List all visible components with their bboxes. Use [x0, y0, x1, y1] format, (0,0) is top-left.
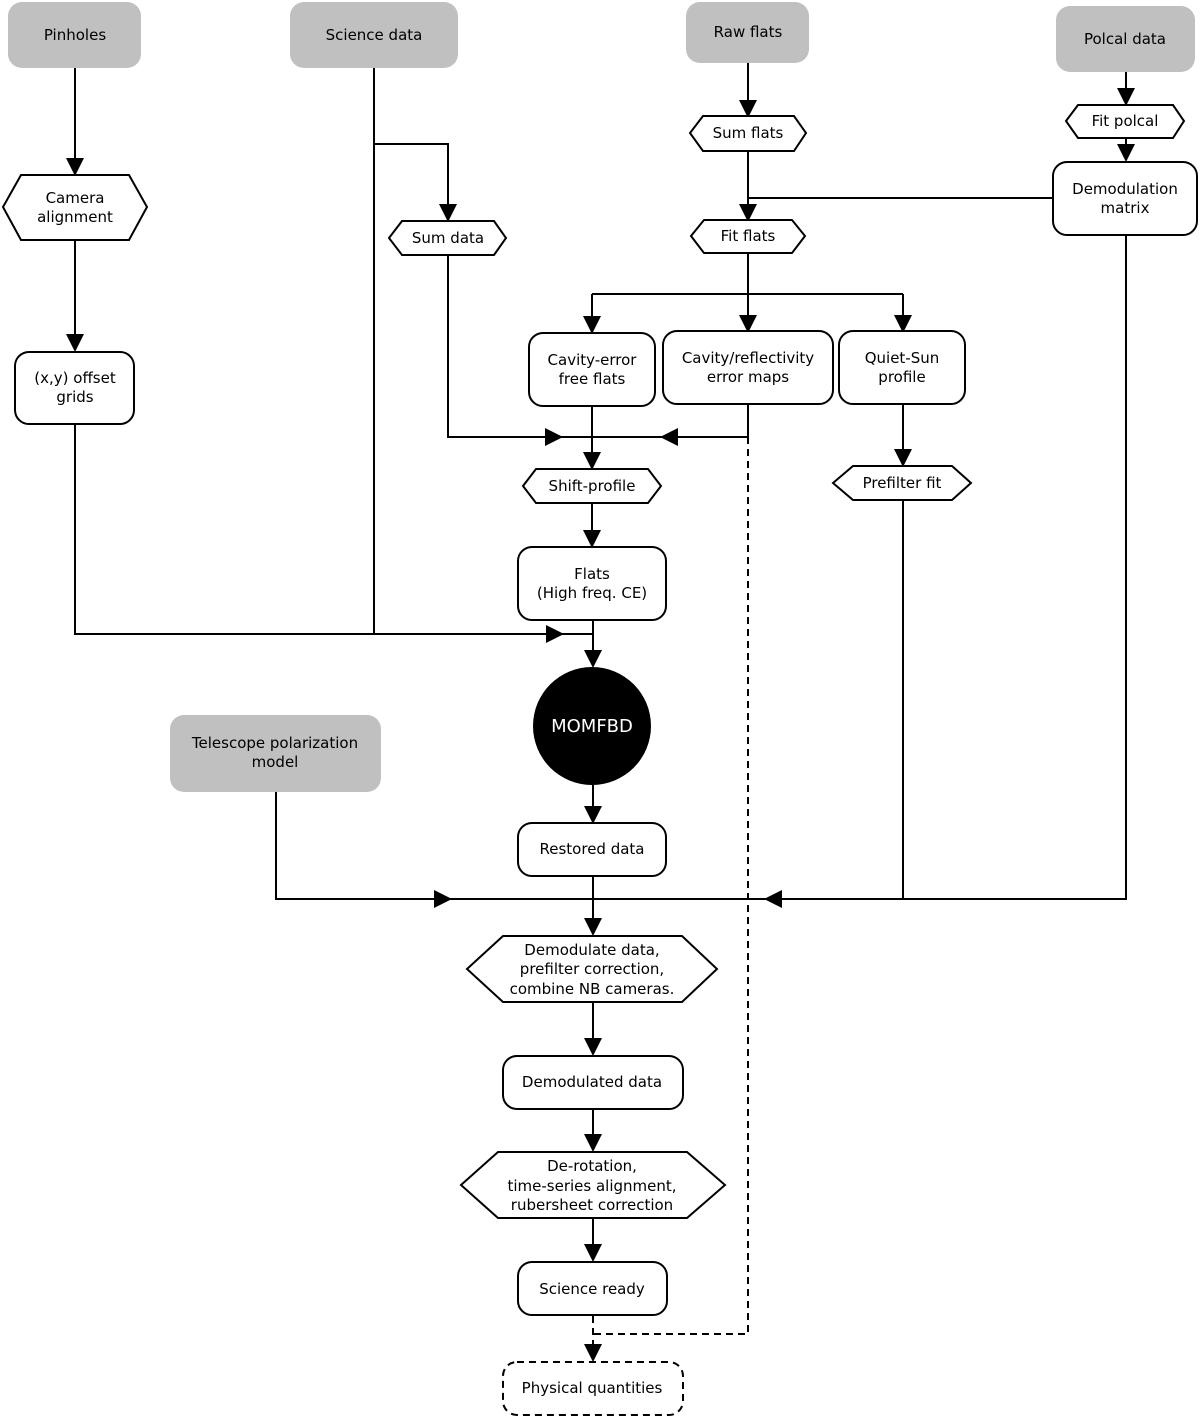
arrow-head: [545, 428, 563, 446]
node-raw-flats[interactable]: Raw flats: [686, 2, 809, 63]
arrow-head: [584, 1344, 602, 1362]
node-camera-alignment[interactable]: Camera alignment: [1, 174, 149, 241]
arrow-head: [894, 449, 912, 467]
node-label: matrix: [1101, 199, 1150, 217]
node-label: Prefilter fit: [863, 474, 942, 492]
node-derotation[interactable]: De-rotation, time-series alignment, rube…: [459, 1151, 727, 1219]
node-label: Fit polcal: [1092, 112, 1159, 130]
node-label: Demodulate data,: [524, 941, 659, 959]
node-fit-polcal[interactable]: Fit polcal: [1064, 104, 1186, 139]
arrow-head: [584, 650, 602, 668]
node-label: prefilter correction,: [520, 960, 664, 978]
node-demod-matrix[interactable]: Demodulation matrix: [1052, 161, 1198, 236]
edge-sumdata-shift: [447, 255, 593, 438]
node-label: profile: [878, 368, 925, 386]
node-label: Sum data: [412, 229, 484, 247]
arrow-head: [439, 204, 457, 222]
arrow-head: [660, 428, 678, 446]
node-offset-grids[interactable]: (x,y) offset grids: [14, 351, 135, 425]
arrow-head: [583, 452, 601, 470]
node-label: Cavity/reflectivity: [682, 349, 814, 367]
arrow-head: [584, 806, 602, 824]
node-label: Cavity-error: [548, 351, 638, 369]
node-label: MOMFBD: [551, 716, 633, 737]
arrow-head: [764, 890, 782, 908]
node-label: Pinholes: [44, 26, 106, 44]
node-demodulate[interactable]: Demodulate data, prefilter correction, c…: [465, 935, 719, 1003]
node-label: alignment: [37, 208, 113, 226]
node-label: Sum flats: [713, 124, 784, 142]
edges: [66, 63, 1135, 1362]
edge-grids-momfbd: [74, 425, 593, 635]
arrow-head: [584, 1134, 602, 1152]
node-prefilter-fit[interactable]: Prefilter fit: [831, 465, 973, 501]
node-physical-quantities[interactable]: Physical quantities: [502, 1361, 684, 1416]
arrow-head: [1117, 144, 1135, 162]
edge-matrix-demod: [275, 236, 1127, 900]
node-demodulated-data[interactable]: Demodulated data: [502, 1055, 684, 1110]
node-label: grids: [56, 388, 93, 406]
arrow-head: [739, 204, 757, 222]
arrow-head: [546, 625, 564, 643]
arrow-head: [66, 334, 84, 352]
node-label: Raw flats: [714, 23, 783, 41]
node-label: free flats: [559, 370, 626, 388]
node-label: (High freq. CE): [537, 584, 647, 602]
arrow-head: [894, 315, 912, 333]
node-ce-free-flats[interactable]: Cavity-error free flats: [528, 332, 656, 407]
node-label: Demodulated data: [522, 1073, 662, 1091]
node-pinholes[interactable]: Pinholes: [8, 2, 141, 68]
node-label: Science ready: [539, 1280, 645, 1298]
node-label: Camera: [46, 189, 105, 207]
node-label: Flats: [574, 565, 610, 583]
node-label: Quiet-Sun: [865, 349, 940, 367]
node-label: Fit flats: [721, 227, 776, 245]
arrow-head: [739, 100, 757, 118]
node-shift-profile[interactable]: Shift-profile: [521, 468, 663, 504]
node-label: (x,y) offset: [34, 369, 116, 387]
node-label: combine NB cameras.: [510, 980, 675, 998]
arrow-head: [66, 158, 84, 176]
node-polcal-data[interactable]: Polcal data: [1056, 6, 1195, 72]
arrow-head: [1117, 88, 1135, 106]
node-label: rubersheet correction: [511, 1196, 673, 1214]
arrow-head: [583, 316, 601, 334]
node-label: Telescope polarization: [191, 734, 358, 752]
node-label: Restored data: [540, 840, 645, 858]
node-fit-flats[interactable]: Fit flats: [689, 219, 807, 254]
edge-science-sumdata: [374, 143, 449, 206]
arrow-head: [584, 1038, 602, 1056]
arrow-head: [739, 315, 757, 333]
node-label: time-series alignment,: [507, 1177, 676, 1195]
node-science-data[interactable]: Science data: [290, 2, 458, 68]
arrow-head: [434, 890, 452, 908]
node-label: Polcal data: [1084, 30, 1166, 48]
node-label: Physical quantities: [522, 1379, 663, 1397]
node-label: Demodulation: [1072, 180, 1178, 198]
node-label: model: [252, 753, 299, 771]
arrow-head: [583, 530, 601, 548]
node-telescope-model[interactable]: Telescope polarization model: [170, 715, 381, 792]
node-label: error maps: [707, 368, 789, 386]
node-science-ready[interactable]: Science ready: [517, 1261, 668, 1316]
node-restored-data[interactable]: Restored data: [517, 822, 667, 877]
node-label: Shift-profile: [549, 477, 636, 495]
node-label: De-rotation,: [547, 1157, 637, 1175]
edge-cavitymaps-physical: [594, 437, 749, 1335]
node-sum-data[interactable]: Sum data: [387, 220, 508, 256]
arrow-head: [584, 1244, 602, 1262]
arrow-head: [584, 918, 602, 936]
node-momfbd[interactable]: MOMFBD: [533, 667, 651, 785]
node-label: Science data: [326, 26, 423, 44]
node-flats-hf[interactable]: Flats (High freq. CE): [517, 546, 667, 621]
node-sum-flats[interactable]: Sum flats: [688, 115, 808, 152]
node-cavity-maps[interactable]: Cavity/reflectivity error maps: [662, 330, 834, 405]
node-quiet-sun[interactable]: Quiet-Sun profile: [838, 330, 966, 405]
